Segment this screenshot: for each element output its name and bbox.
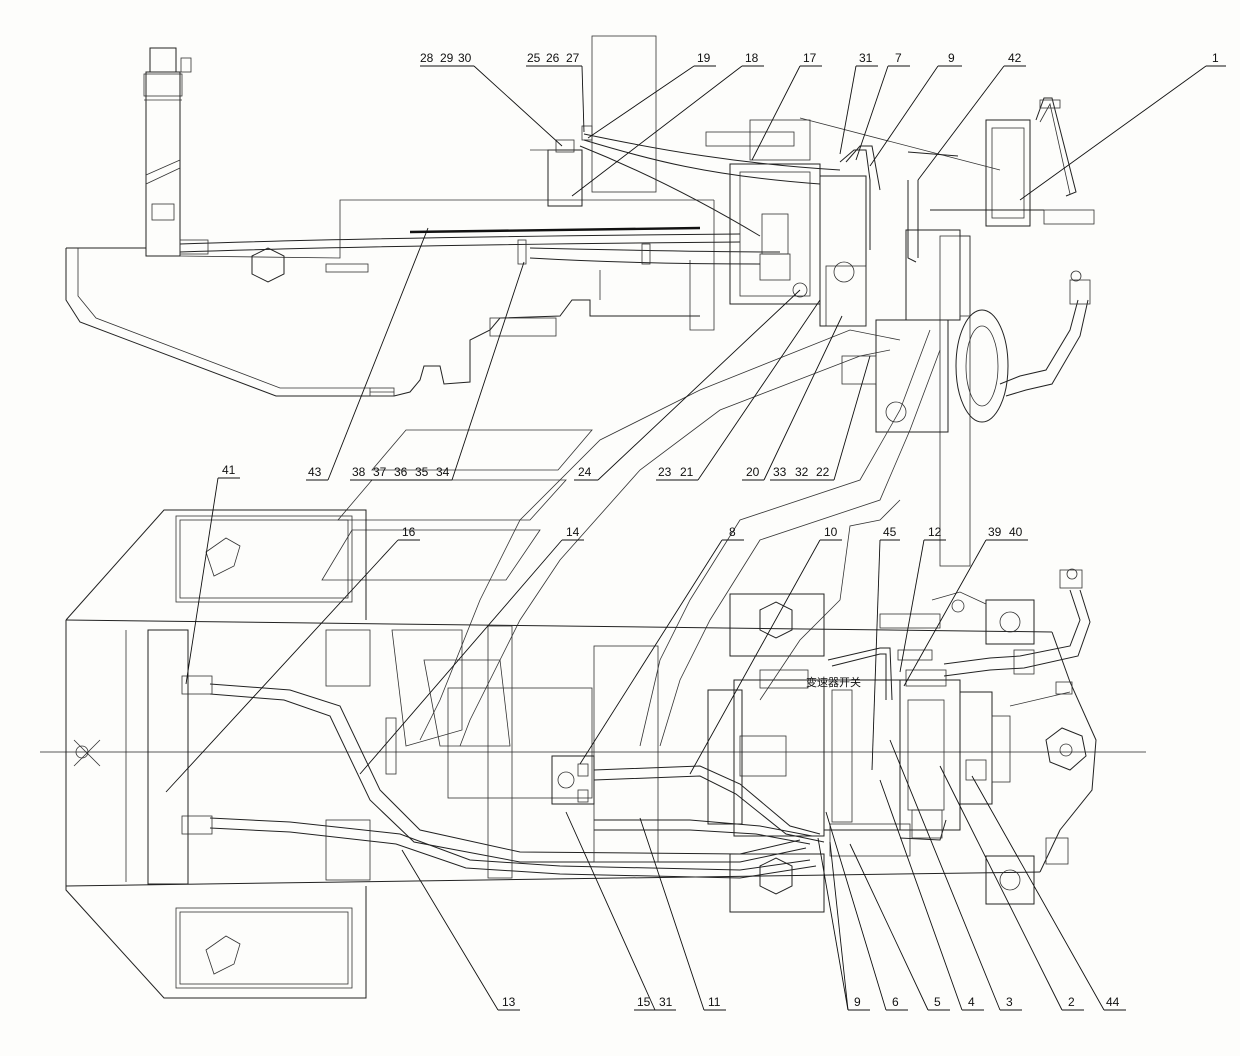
callout-39: 39 — [988, 525, 1002, 539]
callout-38: 38 — [352, 465, 366, 479]
engine-block-side — [705, 119, 881, 327]
callout-numbers: 28 29 30 25 26 27 19 18 17 31 7 9 42 1 4… — [222, 51, 1219, 1009]
center-plate — [447, 687, 593, 799]
component-label-text: 变速器开关 — [806, 675, 861, 689]
callout-16: 16 — [402, 525, 416, 539]
callout-19: 19 — [697, 51, 711, 65]
callout-45: 45 — [883, 525, 897, 539]
callout-8: 8 — [729, 525, 736, 539]
callout-14: 14 — [566, 525, 580, 539]
valve-block-15 — [551, 755, 595, 805]
callout-9-top: 9 — [948, 51, 955, 65]
plan-view: 变速器开关 — [40, 509, 1146, 999]
callout-27: 27 — [566, 51, 580, 65]
callout-28: 28 — [420, 51, 434, 65]
leader-lines — [165, 65, 1226, 1011]
transition-lines — [321, 329, 941, 747]
tank-assembly — [143, 47, 192, 257]
engine-block-plan — [707, 613, 1011, 857]
wheels — [729, 591, 1035, 913]
callout-11: 11 — [708, 995, 721, 1009]
callout-7: 7 — [895, 51, 902, 65]
reservoir-outline — [591, 35, 657, 193]
callout-6: 6 — [892, 995, 899, 1009]
front-frame — [1009, 631, 1097, 873]
callout-35: 35 — [415, 465, 429, 479]
callout-25: 25 — [527, 51, 541, 65]
callout-43: 43 — [308, 465, 322, 479]
side-view — [65, 35, 1095, 567]
outlet-pipe — [943, 568, 1091, 677]
callout-13: 13 — [502, 995, 516, 1009]
callout-42: 42 — [1008, 51, 1022, 65]
callout-9-bottom: 9 — [854, 995, 861, 1009]
callout-5: 5 — [934, 995, 941, 1009]
callout-1: 1 — [1212, 51, 1219, 65]
callout-29: 29 — [440, 51, 454, 65]
callout-30: 30 — [458, 51, 472, 65]
frame-side — [65, 199, 715, 397]
callout-2: 2 — [1068, 995, 1075, 1009]
callout-37: 37 — [373, 465, 387, 479]
callout-34: 34 — [436, 465, 450, 479]
transmission-side — [841, 229, 1091, 567]
callout-15: 15 — [637, 995, 651, 1009]
callout-21: 21 — [680, 465, 694, 479]
side-hoses — [179, 226, 781, 265]
filter-assembly-18 — [530, 125, 841, 237]
callout-3: 3 — [1006, 995, 1013, 1009]
callout-20: 20 — [746, 465, 760, 479]
callout-17: 17 — [803, 51, 817, 65]
callout-12: 12 — [928, 525, 942, 539]
rear-frame — [65, 509, 1053, 999]
callout-44: 44 — [1106, 995, 1120, 1009]
callout-36: 36 — [394, 465, 408, 479]
callout-31-bottom: 31 — [659, 995, 673, 1009]
callout-22: 22 — [816, 465, 830, 479]
callout-24: 24 — [578, 465, 592, 479]
callout-4: 4 — [968, 995, 975, 1009]
callout-33: 33 — [773, 465, 787, 479]
callout-32: 32 — [795, 465, 809, 479]
callout-26: 26 — [546, 51, 560, 65]
callout-18: 18 — [745, 51, 759, 65]
brake-cylinder-1 — [930, 97, 1095, 227]
callout-10: 10 — [824, 525, 838, 539]
callout-40: 40 — [1009, 525, 1023, 539]
callout-41: 41 — [222, 463, 236, 477]
plan-hoses — [181, 675, 825, 879]
callout-23: 23 — [658, 465, 672, 479]
callout-31-top: 31 — [859, 51, 873, 65]
